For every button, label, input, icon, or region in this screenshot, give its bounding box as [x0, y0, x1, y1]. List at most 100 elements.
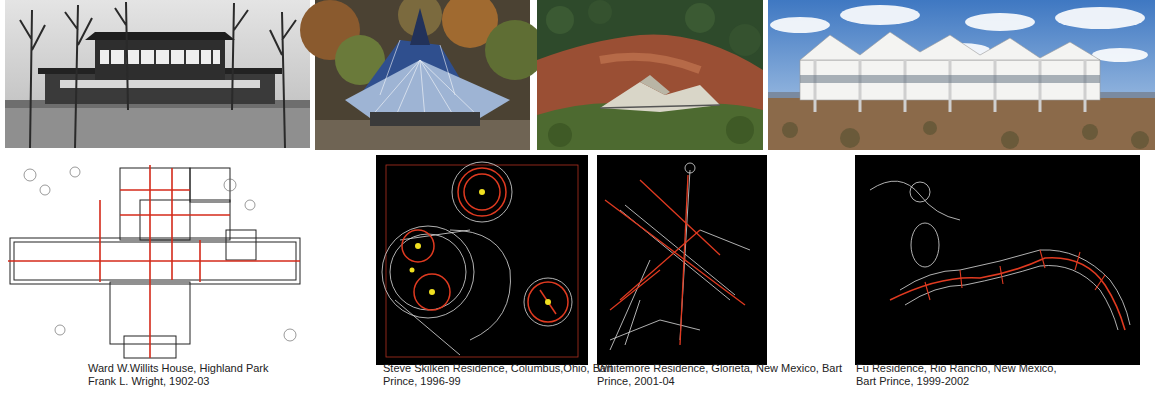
- skilken-plan-part: [402, 168, 568, 322]
- skilken-photo-part: [345, 60, 510, 118]
- skilken-plan-part-part: [402, 230, 434, 262]
- whitemore-photo-part: [546, 6, 574, 34]
- whitemore-photo-part: [685, 3, 715, 33]
- fu-photo-part: [800, 75, 1100, 83]
- willits-plan-part: [226, 230, 256, 260]
- fu-photo-part: [782, 121, 1149, 149]
- fu-photo-part: [768, 0, 1155, 150]
- willits-plan-part: [8, 165, 300, 358]
- willits-photo-part: [20, 2, 296, 148]
- fu-plan-part-part: [1095, 275, 1105, 290]
- willits-photo-part-part: [211, 50, 213, 64]
- skilken-photo-part: [485, 20, 545, 80]
- willits-photo-part: [5, 0, 310, 148]
- skilken-plan-part-part: [524, 278, 572, 326]
- willits-plan-part-part: [224, 179, 236, 191]
- skilken-photo-part: [370, 40, 480, 118]
- fu-photo-part-part: [1082, 124, 1098, 140]
- skilken-plan-part: [386, 165, 578, 357]
- fu-photo: [768, 0, 1155, 150]
- skilken-plan-part-part: [410, 268, 415, 273]
- fu-plan-part-part: [1075, 252, 1080, 270]
- skilken-photo-part-part: [420, 60, 425, 118]
- willits-photo-part-part: [154, 50, 156, 64]
- willits-plan-part-part: [284, 329, 296, 341]
- whitemore-photo-part: [588, 0, 612, 24]
- fu-plan-part-part: [911, 223, 939, 267]
- skilken-plan-part-part: [464, 174, 500, 210]
- skilken-plan-part-part: [395, 230, 470, 355]
- skilken-plan-part-part: [415, 243, 421, 249]
- willits-plan-part: [24, 167, 296, 341]
- whitemore-plan-part-part: [620, 230, 700, 300]
- willits-plan-part-part: [99, 200, 101, 282]
- willits-photo-part-part: [232, 3, 248, 110]
- fu-plan-part: [855, 155, 1140, 365]
- skilken-photo-part-part: [380, 40, 400, 95]
- willits-photo-part-part: [115, 2, 128, 110]
- skilken-plan-part-part: [540, 290, 556, 314]
- fu-photo-part-part: [994, 60, 997, 112]
- caption-text: Ward W.Willits House, Highland Park Fran…: [88, 362, 272, 388]
- willits-plan-part-part: [24, 169, 36, 181]
- willits-photo-part: [100, 50, 220, 64]
- willits-plan-part: [140, 200, 230, 240]
- fu-photo-part-part: [840, 128, 860, 148]
- willits-plan-part-part: [55, 325, 65, 335]
- skilken-plan: [376, 155, 588, 365]
- whitemore-photo-part: [537, 0, 763, 70]
- willits-plan-part-part: [120, 214, 230, 216]
- whitemore-plan-part-part: [685, 163, 695, 173]
- fu-plan-part-part: [910, 182, 930, 202]
- fu-photo-part-part: [904, 60, 907, 112]
- willits-photo-part-part: [199, 50, 201, 64]
- willits-plan-part-part: [40, 185, 50, 195]
- fu-plan-part-part: [905, 266, 1118, 331]
- skilken-plan-part-part: [452, 162, 512, 222]
- skilken-plan-part-part: [429, 289, 435, 295]
- willits-plan-part-part: [70, 167, 80, 177]
- fu-photo-part-part: [770, 17, 830, 33]
- fu-photo-part-part: [800, 32, 1100, 60]
- willits-plan-part: [5, 160, 310, 360]
- whitemore-photo-part: [600, 57, 700, 70]
- willits-photo-part-part: [20, 10, 45, 148]
- willits-photo-part: [5, 105, 310, 148]
- skilken-plan-part-part: [528, 282, 568, 322]
- skilken-plan-part-part: [382, 226, 474, 318]
- fu-plan-part-part: [870, 181, 960, 220]
- willits-plan-part-part: [171, 168, 173, 280]
- skilken-photo-part: [410, 8, 430, 45]
- skilken-photo-part-part: [440, 45, 455, 95]
- willits-plan-part-part: [199, 240, 201, 282]
- caption-text: Steve Skilken Residence, Columbus,Ohio, …: [383, 362, 616, 388]
- whitemore-plan-part: [597, 155, 767, 365]
- whitemore-plan-part-part: [610, 270, 660, 310]
- skilken-plan-part-part: [458, 168, 506, 216]
- whitemore-plan-part: [605, 175, 745, 345]
- fu-photo-part: [770, 5, 1148, 62]
- fu-plan-part: [925, 250, 1105, 300]
- whitemore-photo-part: [640, 75, 670, 95]
- whitemore-photo-part: [548, 123, 572, 147]
- caption-text: Fu Residence, Rio Rancho, New Mexico, Ba…: [856, 362, 1060, 388]
- whitemore-photo-part: [537, 0, 763, 150]
- whitemore-plan-part-part: [700, 230, 750, 250]
- willits-plan-part: [120, 168, 190, 240]
- willits-plan: [5, 160, 310, 360]
- willits-photo-part: [60, 80, 260, 88]
- skilken-plan-part: [410, 189, 552, 305]
- willits-plan-part-part: [8, 260, 300, 262]
- whitemore-plan-part-part: [605, 200, 745, 305]
- willits-photo-part-part: [109, 50, 111, 64]
- fu-photo-part-part: [1001, 131, 1019, 149]
- fu-photo-part-part: [949, 60, 952, 112]
- fu-plan-part: [870, 181, 1130, 330]
- whitemore-plan: [597, 155, 767, 365]
- willits-photo-part-part: [184, 50, 186, 64]
- willits-photo-part-part: [65, 5, 92, 148]
- fu-plan-part-part: [925, 282, 930, 300]
- whitemore-plan-part-part: [625, 300, 640, 345]
